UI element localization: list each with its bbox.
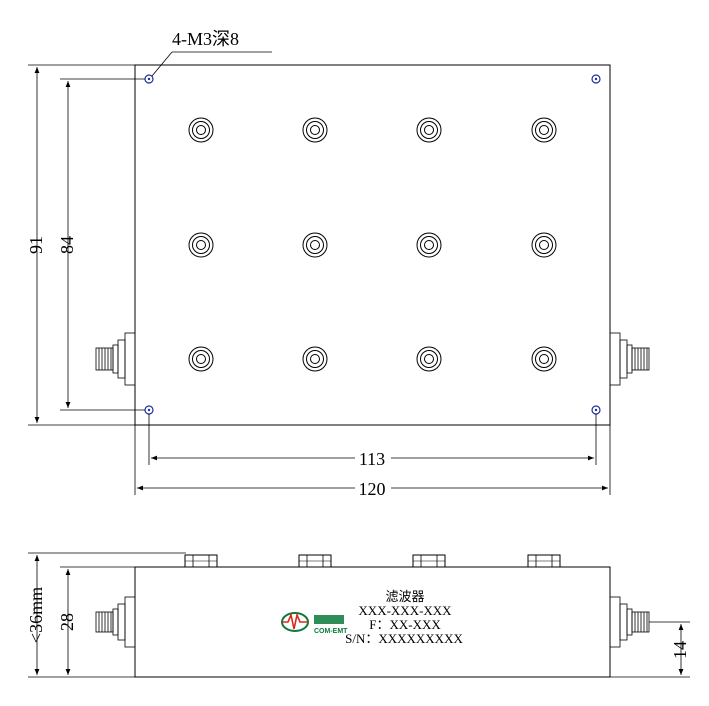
tuning-nut-icon bbox=[527, 554, 561, 568]
top-body-outline bbox=[134, 64, 611, 426]
hole-callout-text: 4-M3深8 bbox=[172, 29, 239, 49]
brand-text: COM-EMT bbox=[314, 628, 348, 635]
tuning-screw-icon bbox=[416, 346, 442, 372]
dimension-width-outer: 120 bbox=[134, 425, 611, 499]
sma-connector-left-side-icon bbox=[95, 596, 136, 648]
tuning-screw-icon bbox=[188, 346, 214, 372]
tuning-screw-icon bbox=[302, 346, 328, 372]
tuning-nut-icon bbox=[298, 554, 332, 568]
sma-connector-right-icon bbox=[609, 332, 650, 386]
sma-connector-left-icon bbox=[95, 332, 136, 386]
mounting-hole-icon bbox=[591, 405, 601, 415]
sma-connector-right-side-icon bbox=[609, 596, 650, 648]
dimension-text: 14 bbox=[670, 641, 690, 659]
mounting-hole-icon bbox=[144, 405, 154, 415]
tuning-screw-icon bbox=[531, 117, 557, 143]
tuning-screw-icon bbox=[416, 232, 442, 258]
dimension-height-inner: 84 bbox=[57, 78, 145, 411]
tuning-screw-icon bbox=[531, 232, 557, 258]
dimension-text: 120 bbox=[359, 479, 386, 499]
tuning-nut-row bbox=[184, 554, 561, 568]
label-serial: S/N：XXXXXXXXX bbox=[345, 631, 463, 646]
tuning-screw-icon bbox=[531, 346, 557, 372]
dimension-text: 113 bbox=[359, 449, 385, 469]
dimension-side-total: <36mm bbox=[26, 552, 186, 678]
dimension-height-outer: 91 bbox=[26, 64, 135, 426]
dimension-text: 28 bbox=[57, 613, 77, 631]
tuning-screw-grid bbox=[188, 117, 557, 372]
tuning-nut-icon bbox=[412, 554, 446, 568]
label-model: XXX-XXX-XXX bbox=[358, 603, 452, 618]
mounting-hole-icon bbox=[144, 74, 154, 84]
dimension-text: 91 bbox=[26, 236, 46, 254]
label-frequency: F：XX-XXX bbox=[369, 617, 441, 632]
dimension-width-inner: 113 bbox=[148, 414, 597, 469]
top-view: 4-M3深8 91 84 113 bbox=[26, 29, 650, 499]
side-view: COM-EMT 滤波器 XXX-XXX-XXX F：XX-XXX S/N：XXX… bbox=[26, 552, 690, 678]
tuning-screw-icon bbox=[188, 232, 214, 258]
brand-logo: COM-EMT bbox=[281, 612, 348, 635]
label-name: 滤波器 bbox=[385, 589, 424, 604]
tuning-screw-icon bbox=[302, 232, 328, 258]
dimension-text: <36mm bbox=[26, 587, 46, 643]
tuning-screw-icon bbox=[188, 117, 214, 143]
hole-callout: 4-M3深8 bbox=[151, 29, 272, 77]
dimension-text: 84 bbox=[57, 236, 77, 254]
dimension-side-body: 28 bbox=[57, 566, 135, 675]
dimension-connector-height: 14 bbox=[610, 621, 690, 678]
tuning-screw-icon bbox=[302, 117, 328, 143]
tuning-nut-icon bbox=[184, 554, 218, 568]
tuning-screw-icon bbox=[416, 117, 442, 143]
mounting-hole-icon bbox=[591, 74, 601, 84]
